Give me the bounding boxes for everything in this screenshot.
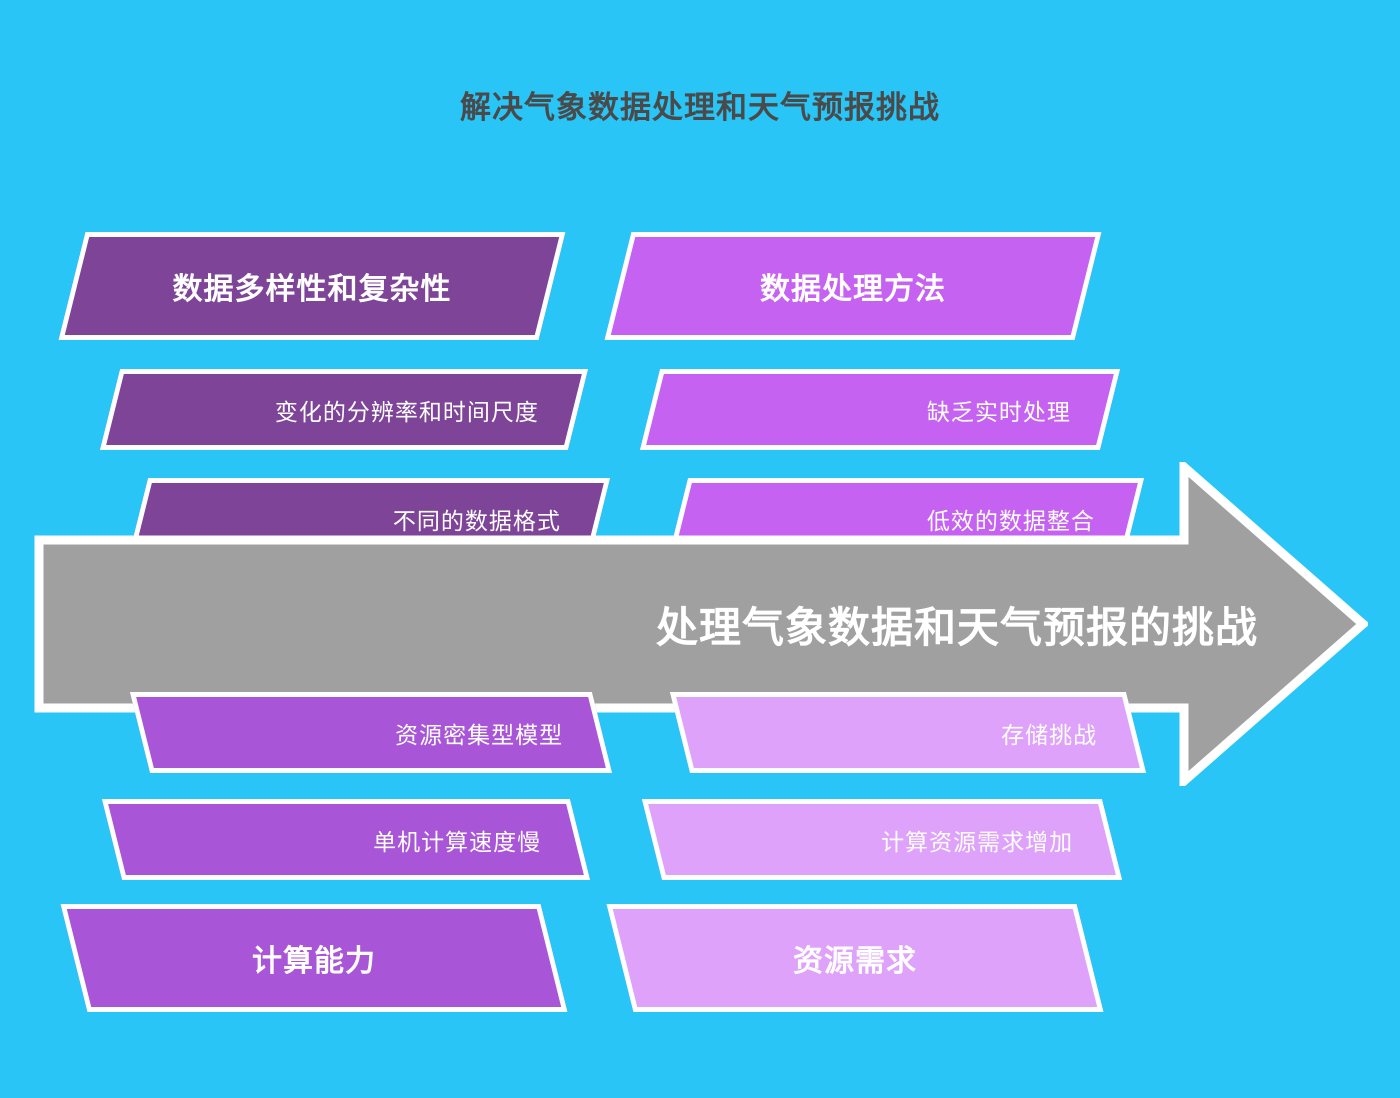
cause-top-left-1[interactable]: 变化的分辨率和时间尺度 [99,369,589,450]
category-bottom-left[interactable]: 计算能力 [60,904,568,1012]
page-title: 解决气象数据处理和天气预报挑战 [460,90,940,125]
category-bottom-right[interactable]: 资源需求 [606,904,1104,1012]
category-top-left[interactable]: 数据多样性和复杂性 [58,232,566,340]
cause-bottom-left-2[interactable]: 单机计算速度慢 [101,799,591,880]
category-top-left-label: 数据多样性和复杂性 [172,273,452,306]
category-top-right[interactable]: 数据处理方法 [604,232,1102,340]
cause-bottom-left-1-label: 资源密集型模型 [395,721,563,748]
category-top-right-label: 数据处理方法 [760,273,946,306]
category-bottom-left-label: 计算能力 [252,945,376,978]
cause-bottom-right-2[interactable]: 计算资源需求增加 [641,799,1123,880]
cause-bottom-left-2-label: 单机计算速度慢 [373,828,541,855]
cause-bottom-right-1-label: 存储挑战 [1001,721,1097,748]
category-bottom-right-label: 资源需求 [793,945,917,978]
cause-top-left-1-label: 变化的分辨率和时间尺度 [275,398,539,425]
cause-top-right-1-label: 缺乏实时处理 [927,398,1071,425]
cause-bottom-right-2-label: 计算资源需求增加 [881,828,1073,855]
cause-bottom-left-1[interactable]: 资源密集型模型 [129,692,613,773]
cause-bottom-right-1[interactable]: 存储挑战 [669,692,1147,773]
cause-top-right-1[interactable]: 缺乏实时处理 [639,369,1121,450]
